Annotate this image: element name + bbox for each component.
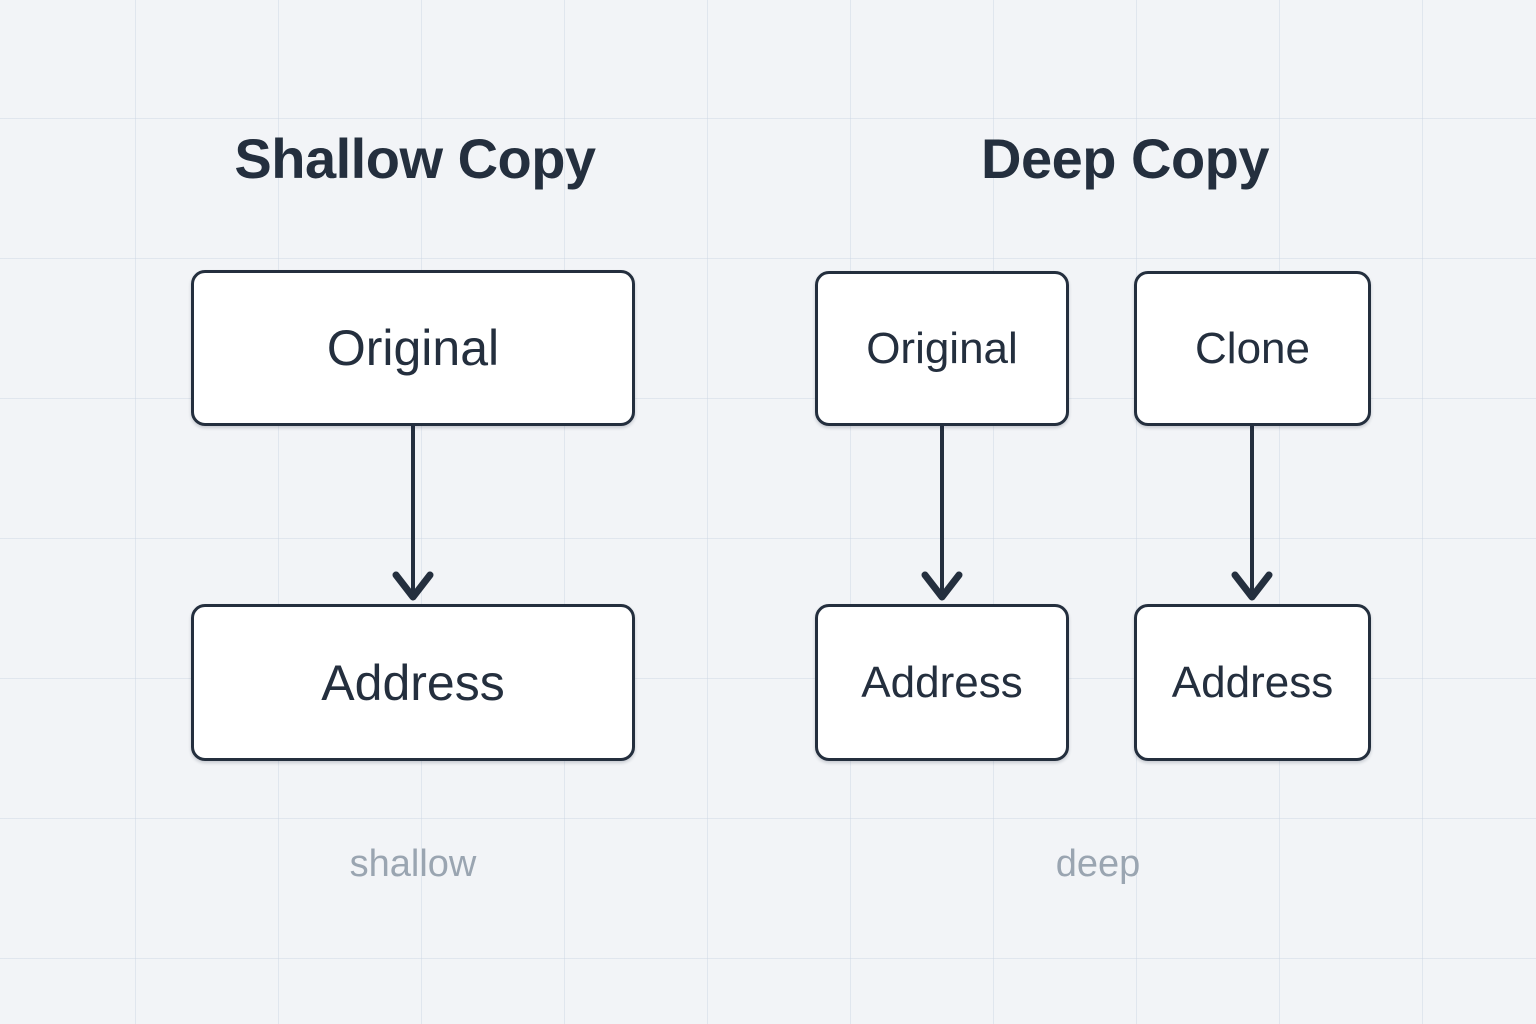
panel-title-deep-copy: Deep Copy (981, 127, 1270, 190)
arrow-shallow-original-to-address (392, 426, 434, 601)
arrow-deep-clone-to-address (1231, 426, 1273, 601)
node-label-deep-address-original: Address (861, 657, 1023, 707)
node-box-deep-address-clone[interactable]: Address (1134, 604, 1371, 761)
node-label-deep-address-clone: Address (1171, 657, 1334, 707)
node-box-deep-clone[interactable]: Clone (1134, 271, 1371, 426)
node-box-deep-address-original[interactable]: Address (815, 604, 1069, 761)
caption-shallow: shallow (349, 843, 477, 885)
caption-deep: deep (1055, 843, 1141, 885)
node-box-shallow-address[interactable]: Address (191, 604, 635, 761)
node-box-shallow-original[interactable]: Original (191, 270, 635, 426)
node-label-shallow-original: Original (326, 320, 500, 376)
node-box-deep-original[interactable]: Original (815, 271, 1069, 426)
arrow-deep-original-to-address (921, 426, 963, 601)
panel-title-shallow-copy: Shallow Copy (234, 127, 596, 190)
node-label-shallow-address: Address (321, 654, 505, 711)
node-label-deep-original: Original (866, 323, 1018, 373)
node-label-deep-clone: Clone (1195, 323, 1310, 373)
